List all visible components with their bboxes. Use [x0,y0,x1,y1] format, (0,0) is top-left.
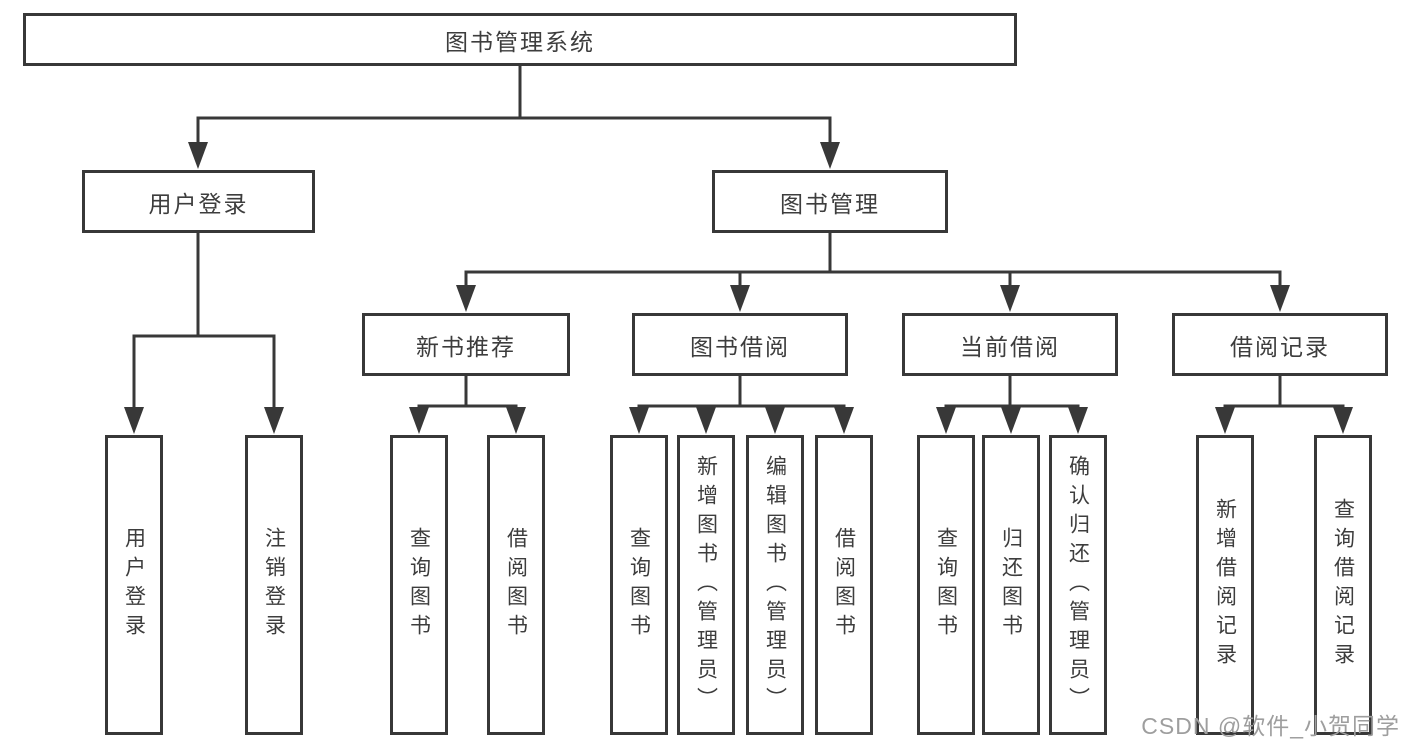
arrow-down-icon [188,142,208,169]
leaf-add-books-admin: 新增图书（管理员） [677,435,735,735]
connector-user-login-to-leaves [132,233,276,412]
connector-borrow-records-to-leaves [1223,376,1345,408]
node-current-borrow: 当前借阅 [902,313,1118,376]
arrow-down-icon [409,407,429,434]
arrow-down-icon [1270,285,1290,312]
leaf-confirm-return-admin: 确认归还（管理员） [1049,435,1107,735]
node-book-borrow: 图书借阅 [632,313,848,376]
arrow-down-icon [834,407,854,434]
node-book-management: 图书管理 [712,170,948,233]
arrow-down-icon [1215,407,1235,434]
node-borrow-records: 借阅记录 [1172,313,1388,376]
arrow-down-icon [1333,407,1353,434]
connector-new-books-to-leaves [417,376,518,408]
arrow-down-icon [629,407,649,434]
connector-current-borrow-to-leaves [944,376,1080,408]
arrow-down-icon [1001,407,1021,434]
arrow-down-icon [765,407,785,434]
arrow-down-icon [730,285,750,312]
leaf-query-books-current: 查询图书 [917,435,975,735]
arrow-down-icon [1000,285,1020,312]
arrow-down-icon [1068,407,1088,434]
leaf-user-login: 用户登录 [105,435,163,735]
leaf-logout: 注销登录 [245,435,303,735]
arrow-down-icon [696,407,716,434]
leaf-edit-books-admin: 编辑图书（管理员） [746,435,804,735]
arrow-down-icon [264,407,284,434]
leaf-borrow-books: 借阅图书 [815,435,873,735]
connector-root-to-level1 [196,66,832,147]
connector-book-mgmt-to-level2 [464,233,1282,290]
arrow-down-icon [124,407,144,434]
leaf-query-books-recommend: 查询图书 [390,435,448,735]
leaf-add-borrow-record: 新增借阅记录 [1196,435,1254,735]
leaf-return-books: 归还图书 [982,435,1040,735]
leaf-borrow-books-recommend: 借阅图书 [487,435,545,735]
leaf-query-books-borrow: 查询图书 [610,435,668,735]
leaf-query-borrow-record: 查询借阅记录 [1314,435,1372,735]
node-root-system: 图书管理系统 [23,13,1017,66]
connector-book-borrow-to-leaves [637,376,846,408]
arrow-down-icon [456,285,476,312]
csdn-watermark: CSDN @软件_小贺同学 [1141,713,1400,739]
arrow-down-icon [506,407,526,434]
node-new-book-recommend: 新书推荐 [362,313,570,376]
node-user-login: 用户登录 [82,170,315,233]
arrow-down-icon [820,142,840,169]
arrow-down-icon [936,407,956,434]
